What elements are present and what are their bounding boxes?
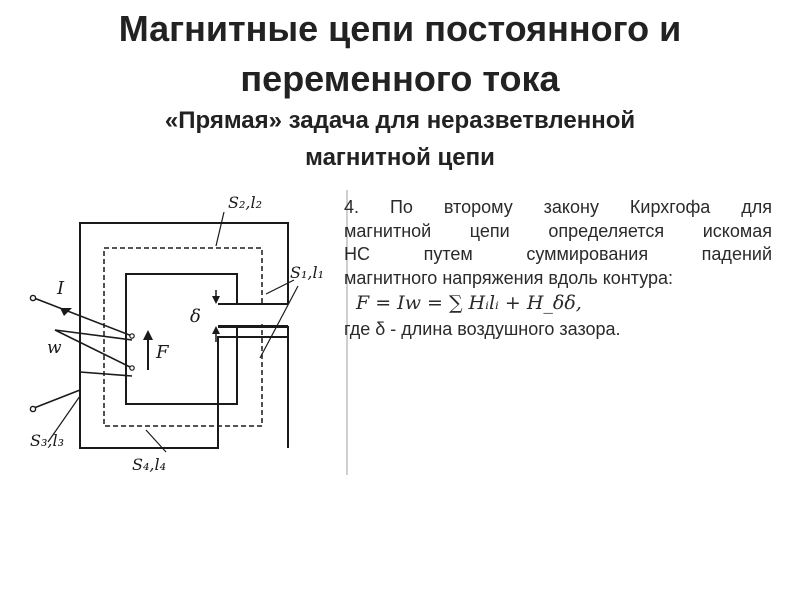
leader-s3 (47, 395, 81, 443)
label-s1-l1: S₁,l₁ (290, 263, 324, 282)
coil-end-1 (129, 333, 135, 339)
leader-s1b (259, 285, 299, 359)
turns-label: w (47, 338, 62, 358)
coil-wire-lower (79, 371, 133, 377)
coil-wire-middle-1 (54, 329, 133, 341)
text-line-1: 4. По второму закону Кирхгофа для (344, 197, 772, 217)
text-line-2: магнитной цепи определяется искомая (344, 220, 772, 241)
kirchhoff-formula: F = Iw = ∑ Hᵢlᵢ + H_δδ, (356, 292, 582, 314)
coil-lead-lower (33, 389, 81, 409)
label-s3-l3: S₃,l₃ (30, 431, 64, 450)
terminal-lower (29, 405, 37, 413)
title-line-1: Магнитные цепи постоянного и (118, 8, 682, 49)
mean-path-gap-mask (256, 306, 268, 324)
subtitle-line-2: магнитной цепи (305, 144, 495, 171)
text-line-3: НС путем суммирования падений (344, 244, 772, 264)
text-line-4: магнитного напряжения вдоль контура: (344, 267, 674, 288)
slide-subtitle: «Прямая» задача для неразветвленной магн… (0, 102, 800, 176)
column-divider (346, 190, 348, 475)
current-arrowhead (60, 308, 72, 316)
gap-label: δ (190, 306, 201, 327)
label-s2-l2: S₂,l₂ (228, 193, 262, 212)
label-s4-l4: S₄,l₄ (132, 455, 166, 474)
leader-s2 (215, 211, 225, 247)
gap-arrowhead-bottom (212, 326, 220, 334)
mmf-label: F (155, 342, 170, 363)
current-label: I (56, 278, 65, 299)
core-inner-window (125, 273, 238, 405)
title-line-2: переменного тока (240, 58, 560, 99)
subtitle-line-1: «Прямая» задача для неразветвленной (164, 107, 636, 134)
leader-s1 (265, 279, 295, 295)
coil-wire-middle-2 (54, 329, 133, 369)
coil-end-2 (129, 365, 135, 371)
explanation-text: 4. По второму закону Кирхгофа для магнит… (344, 196, 772, 341)
gap-mask (220, 305, 286, 325)
mmf-arrowhead (143, 330, 153, 340)
terminal-upper (29, 294, 37, 302)
leader-s4 (145, 429, 167, 453)
coil-wire-upper (33, 297, 133, 337)
gap-arrowhead-top (212, 296, 220, 304)
magnetic-circuit-diagram: δ I w F S₂,l₂ S₁,l₁ S₃,l₃ S₄,l₄ (29, 193, 324, 474)
gap-definition: где δ - длина воздушного зазора. (344, 319, 621, 339)
slide-title: Магнитные цепи постоянного и переменного… (0, 4, 800, 104)
core-outer-contour (79, 222, 289, 449)
